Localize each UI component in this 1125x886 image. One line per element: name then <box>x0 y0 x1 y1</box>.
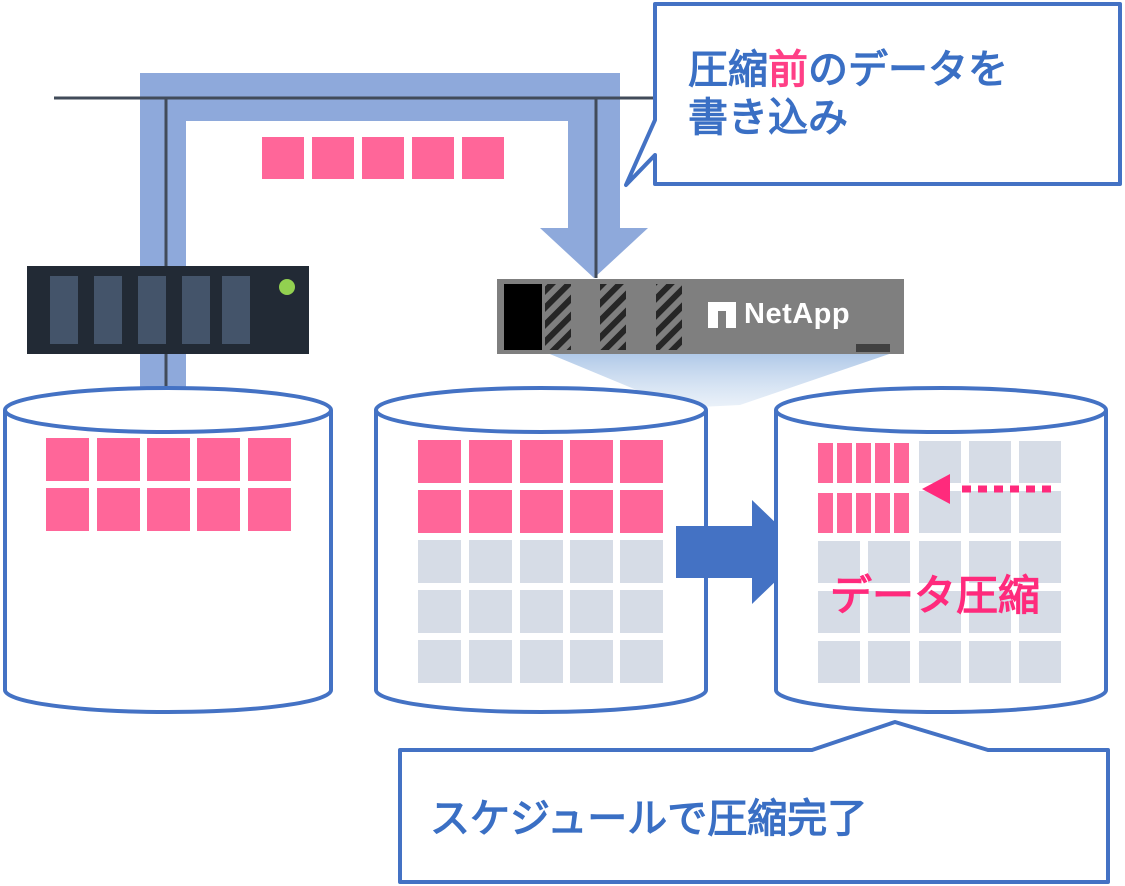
callout-top-highlight: 前 <box>768 47 808 93</box>
compressed-blocks <box>818 443 909 533</box>
netapp-logo-text: NetApp <box>744 298 851 330</box>
cylinder-2-blocks <box>418 440 663 683</box>
transit-block <box>362 137 404 179</box>
netapp-appliance <box>497 279 904 354</box>
server-appliance <box>27 266 309 354</box>
status-led-icon <box>279 279 295 295</box>
transit-data-blocks <box>262 137 504 179</box>
callout-bottom-text: スケジュールで圧縮完了 <box>430 796 868 842</box>
callout-top-line2: 書き込み <box>688 95 848 141</box>
storage-cylinder-1 <box>3 386 333 714</box>
callout-top-text: 圧縮前のデータを 書き込み <box>688 46 1088 142</box>
transit-block <box>262 137 304 179</box>
callout-top <box>624 2 1122 187</box>
compression-dashed-arrow-icon <box>922 474 1058 504</box>
cylinder-3-blocks <box>818 441 1061 683</box>
callout-top-line1-rest: のデータを <box>808 47 1008 93</box>
compress-arrow-icon <box>676 500 806 604</box>
pipe-arrow-head <box>540 228 648 278</box>
callout-top-word-compress: 圧縮 <box>688 47 768 93</box>
netapp-logo: NetApp <box>708 298 850 331</box>
processing-beam <box>545 352 895 408</box>
compress-label: データ圧縮 <box>830 571 1041 620</box>
cylinder-1-blocks <box>46 438 291 531</box>
netapp-logo-icon <box>708 301 736 328</box>
transit-block <box>412 137 454 179</box>
callout-bottom <box>398 720 1110 884</box>
transit-block <box>462 137 504 179</box>
transit-block <box>312 137 354 179</box>
